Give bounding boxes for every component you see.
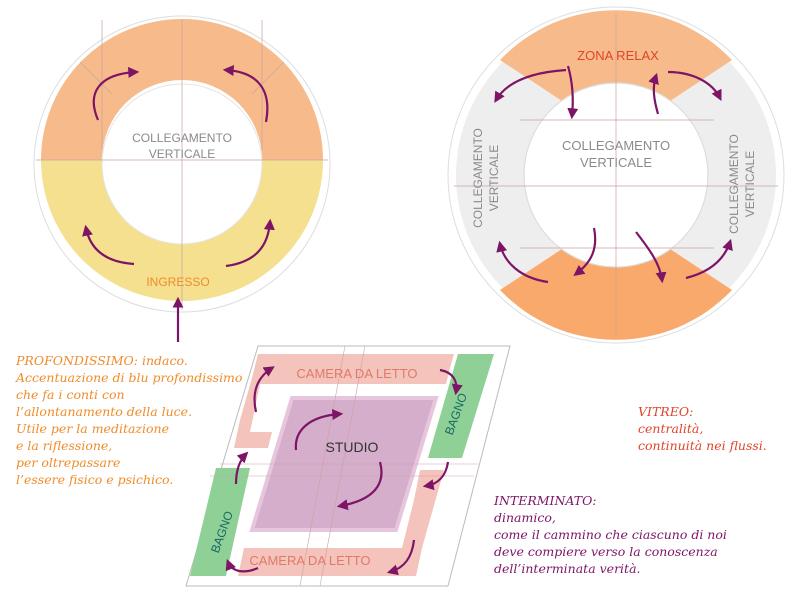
- note-interminato-heading: INTERMINATO:: [494, 493, 597, 508]
- right-ring-diagram: ZONA RELAX COLLEGAMENTO VERTICALE COLLEG…: [447, 6, 785, 344]
- plan-arrow-study-top: [294, 409, 344, 451]
- right-side-label-left: COLLEGAMENTO VERTICALE: [471, 128, 501, 228]
- right-center-label-1: COLLEGAMENTO: [562, 138, 670, 153]
- plan-bedroom-bottom: [238, 470, 444, 576]
- note-profondissimo-line: che fa i conti con: [16, 387, 125, 402]
- plan-arrow-bath-right: [439, 368, 463, 396]
- note-vitreo-line: centralità,: [638, 421, 704, 436]
- left-ring-upper-half: [41, 19, 323, 160]
- plan-arrow-bath-left: [225, 558, 259, 573]
- note-profondissimo-line: Accentuazione di blu profondissimo: [16, 370, 243, 385]
- note-profondissimo-heading: PROFONDISSIMO:: [16, 353, 138, 368]
- plan-arrow-bedroom-top: [253, 366, 275, 413]
- left-center-label-2: VERTICALE: [149, 147, 215, 161]
- right-arrow-lower-left-out: [496, 240, 549, 284]
- plan-guide-lines: [210, 345, 478, 587]
- plan-arrow-bath-left-up: [234, 451, 249, 485]
- right-arrow-relax-in-right: [648, 72, 660, 115]
- plan-bedroom-top: [234, 354, 454, 448]
- left-entrance-label: INGRESSO: [146, 275, 209, 289]
- note-interminato-line: dinamico,: [494, 510, 556, 525]
- note-profondissimo-line: e la riflessione,: [16, 438, 113, 453]
- note-profondissimo-line: per oltrepassare: [16, 455, 121, 470]
- left-ring-lower-half: [41, 160, 323, 301]
- note-profondissimo-first-line: PROFONDISSIMO: indaco.: [16, 352, 242, 369]
- right-flow-arrows: [494, 65, 733, 284]
- note-profondissimo-line: l’allontanamento della luce.: [16, 404, 193, 419]
- plan-arrow-study-bottom: [336, 461, 383, 511]
- right-arrow-relax-out-left: [494, 68, 567, 103]
- right-arrow-relax-in-left: [566, 65, 579, 120]
- note-vitreo-line: continuità nei flussi.: [638, 438, 767, 453]
- right-side-right-line-1: COLLEGAMENTO: [727, 134, 741, 234]
- note-profondissimo-line: l’essere fisico e psichico.: [16, 472, 174, 487]
- note-vitreo: VITREO: centralità, continuità nei fluss…: [638, 403, 767, 454]
- right-arrow-relax-out-right: [667, 70, 722, 101]
- note-profondissimo-line: Utile per la meditazione: [16, 421, 169, 436]
- right-side-label-right: COLLEGAMENTO VERTICALE: [727, 134, 757, 234]
- note-interminato-line: deve compiere verso la conoscenza: [494, 544, 718, 559]
- right-arrow-lower-right-in: [635, 231, 667, 284]
- left-arrow-upper-left: [92, 66, 140, 121]
- right-side-left-line-2: VERTICALE: [487, 145, 501, 211]
- right-guide-lines: [454, 14, 778, 336]
- note-profondissimo: PROFONDISSIMO: indaco. Accentuazione di …: [16, 352, 242, 488]
- right-relax-zone-label: ZONA RELAX: [577, 48, 659, 63]
- plan-arrow-bedroom-bottom: [386, 539, 416, 576]
- right-arrow-lower-left-in: [573, 227, 597, 276]
- plan-bedroom-top-label: CAMERA DA LETTO: [296, 366, 417, 381]
- plan-bedroom-bottom-label: CAMERA DA LETTO: [249, 553, 370, 568]
- apartment-plan: CAMERA DA LETTO CAMERA DA LETTO STUDIO B…: [185, 345, 511, 587]
- plan-study-label: STUDIO: [326, 439, 379, 455]
- note-vitreo-heading: VITREO:: [638, 404, 694, 419]
- right-side-right-line-2: VERTICALE: [743, 151, 757, 217]
- plan-arrow-bedroom-right: [422, 461, 450, 491]
- left-guide-lines: [36, 20, 328, 310]
- left-arrow-lower-right: [225, 218, 275, 268]
- plan-bath-right: [428, 354, 494, 458]
- right-center-label-2: VERTICALE: [580, 155, 652, 170]
- left-ring-diagram: COLLEGAMENTO VERTICALE INGRESSO: [33, 15, 331, 342]
- note-profondissimo-first-rest: indaco.: [138, 353, 188, 368]
- note-interminato-line: dell’interminata verità.: [494, 561, 641, 576]
- note-interminato-line: come il cammino che ciascuno di noi: [494, 527, 727, 542]
- left-arrow-upper-right: [222, 64, 269, 123]
- right-arrow-lower-right-out: [685, 238, 733, 280]
- note-interminato: INTERMINATO: dinamico, come il cammino c…: [494, 492, 727, 577]
- left-flow-arrows: [82, 64, 275, 342]
- plan-flow-arrows: [225, 366, 463, 576]
- right-side-left-line-1: COLLEGAMENTO: [471, 128, 485, 228]
- plan-bath-left: [190, 468, 250, 576]
- left-center-label-1: COLLEGAMENTO: [132, 131, 232, 145]
- left-arrow-lower-left: [82, 224, 135, 266]
